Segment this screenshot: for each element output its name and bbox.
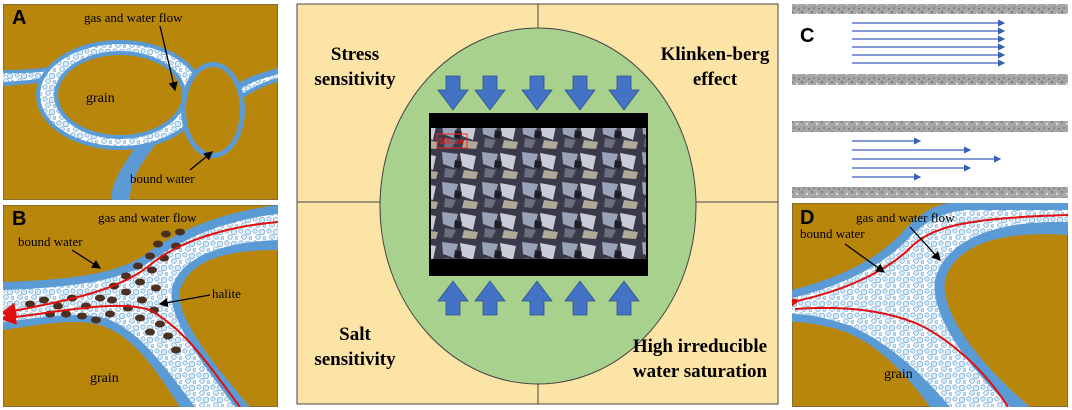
panel-a-letter: A bbox=[12, 7, 26, 29]
panel-a-grain-label: grain bbox=[86, 91, 115, 106]
label-salt-1: Salt bbox=[339, 324, 371, 345]
stress-arrows-top bbox=[437, 75, 640, 111]
panel-c-letter: C bbox=[800, 25, 814, 47]
label-irreducible-2: water saturation bbox=[633, 361, 768, 382]
center-panel: 500μm Stress sensitivity Klinken-berg ef… bbox=[296, 3, 779, 405]
panel-a: A gas and water flow grain bound water bbox=[3, 4, 278, 200]
label-salt-2: sensitivity bbox=[314, 349, 396, 370]
panel-b-halite-label: halite bbox=[212, 286, 241, 301]
panel-d: D gas and water flow bound water grain bbox=[792, 203, 1068, 407]
panel-d-flow-label: gas and water flow bbox=[856, 210, 955, 225]
panel-c-wall-bottom-2 bbox=[792, 187, 1068, 198]
label-stress-2: sensitivity bbox=[314, 69, 396, 90]
panel-b: B gas and water flow bound water halite … bbox=[3, 205, 278, 407]
panel-c-flow-parabolic bbox=[852, 137, 1002, 181]
panel-a-flow-label: gas and water flow bbox=[84, 10, 183, 25]
label-irreducible-1: High irreducible bbox=[633, 336, 767, 357]
panel-b-letter: B bbox=[12, 208, 26, 230]
panel-b-flow-label: gas and water flow bbox=[98, 210, 197, 225]
panel-a-bound-label: bound water bbox=[130, 171, 195, 186]
panel-d-bound-label: bound water bbox=[800, 226, 865, 241]
panel-d-letter: D bbox=[800, 207, 814, 229]
label-klinkenberg-1: Klinken-berg bbox=[661, 44, 770, 65]
panel-c-wall-bottom-1 bbox=[792, 74, 1068, 85]
panel-c-flow-uniform bbox=[852, 19, 1006, 67]
label-stress-1: Stress bbox=[331, 44, 379, 65]
panel-a-grain bbox=[58, 55, 182, 135]
label-klinkenberg-2: effect bbox=[693, 69, 738, 90]
panel-c-wall-top-1 bbox=[792, 4, 1068, 14]
panel-d-grain-label: grain bbox=[884, 367, 913, 382]
thin-section-image bbox=[431, 128, 646, 259]
scale-bar-label: 500μm bbox=[439, 137, 464, 146]
panel-c-wall-top-2 bbox=[792, 121, 1068, 132]
panel-c: C bbox=[792, 4, 1068, 198]
stress-arrows-bottom bbox=[437, 280, 640, 316]
panel-b-grain-label: grain bbox=[90, 371, 119, 386]
panel-b-bound-label: bound water bbox=[18, 234, 83, 249]
